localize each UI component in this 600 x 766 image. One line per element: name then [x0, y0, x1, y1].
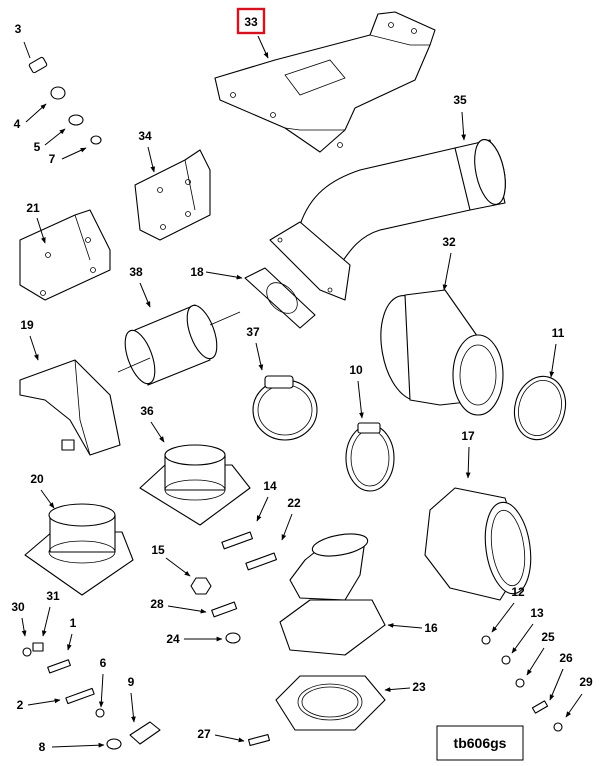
callout-8: 8	[39, 738, 122, 754]
callout-14-label: 14	[263, 479, 277, 493]
part-23-gasket	[275, 675, 386, 731]
callout-34-label: 34	[138, 129, 152, 143]
callout-2: 2	[17, 687, 95, 712]
callout-22: 22	[245, 496, 301, 571]
callout-23: 23	[384, 680, 426, 694]
callout-27: 27	[197, 727, 270, 747]
callout-24-label: 24	[166, 632, 180, 646]
callout-11: 11	[549, 326, 565, 378]
callout-35: 35	[453, 93, 467, 141]
callout-22-label: 22	[287, 496, 301, 510]
callout-10-label: 10	[349, 363, 363, 377]
callout-1-label: 1	[70, 616, 77, 630]
callout-1: 1	[47, 616, 77, 674]
callout-6-label: 6	[100, 656, 107, 670]
callout-28: 28	[150, 597, 238, 618]
callout-13: 13	[501, 606, 544, 665]
callout-30-label: 30	[11, 600, 25, 614]
callout-21-label: 21	[26, 201, 40, 215]
callout-4: 4	[14, 86, 66, 131]
part-17-housing	[424, 487, 532, 601]
callout-5: 5	[34, 114, 84, 154]
callout-17-label: 17	[461, 429, 475, 443]
callout-17: 17	[461, 429, 475, 479]
part-37-clamp	[252, 375, 318, 441]
callout-14: 14	[221, 479, 277, 550]
callout-7: 7	[49, 135, 102, 166]
callout-33-label: 33	[244, 15, 258, 29]
part-35-pipe	[269, 139, 506, 301]
callout-10: 10	[349, 363, 364, 419]
callout-35-label: 35	[453, 93, 467, 107]
callout-8-label: 8	[39, 740, 46, 754]
callout-23-label: 23	[412, 680, 426, 694]
callout-29: 29	[553, 675, 593, 732]
callout-37-label: 37	[246, 325, 260, 339]
callout-32-label: 32	[442, 235, 456, 249]
callout-38-label: 38	[129, 265, 143, 279]
callout-20: 20	[30, 472, 55, 509]
part-33-bracket	[214, 11, 436, 153]
callout-21: 21	[26, 201, 46, 244]
callout-5-label: 5	[34, 140, 41, 154]
callout-11-label: 11	[552, 326, 565, 340]
callout-19: 19	[20, 318, 39, 361]
callout-25-label: 25	[541, 630, 555, 644]
part-38-sleeve	[117, 304, 241, 386]
callout-38: 38	[129, 265, 151, 308]
callout-18-label: 18	[190, 265, 204, 279]
part-34-bracket	[134, 149, 211, 241]
callout-13-label: 13	[530, 606, 544, 620]
callout-33: 33	[236, 7, 269, 59]
callout-12-label: 12	[511, 585, 525, 599]
part-36-flange	[139, 444, 251, 526]
part-10-clamp	[345, 422, 395, 492]
callout-24: 24	[166, 632, 241, 646]
part-20-flange	[24, 503, 134, 596]
callout-36: 36	[140, 404, 165, 443]
callout-30: 30	[11, 600, 32, 657]
callout-26-label: 26	[559, 651, 573, 665]
callout-31-label: 31	[46, 589, 60, 603]
callout-27-label: 27	[197, 727, 211, 741]
callout-33-highlight-box	[236, 7, 266, 35]
part-18-gasket	[244, 267, 316, 329]
callout-15-label: 15	[151, 543, 165, 557]
callout-29-label: 29	[579, 675, 593, 689]
callout-6: 6	[95, 656, 107, 718]
callout-28-label: 28	[150, 597, 164, 611]
callout-2-label: 2	[17, 698, 24, 712]
callout-36-label: 36	[140, 404, 154, 418]
callout-20-label: 20	[30, 472, 44, 486]
callout-37: 37	[246, 325, 264, 371]
drawing-code: tb606gs	[454, 735, 507, 751]
callout-7-label: 7	[49, 152, 56, 166]
callout-3: 3	[15, 22, 48, 74]
callout-15: 15	[151, 543, 212, 595]
part-21-bracket	[19, 209, 111, 301]
callout-34: 34	[138, 129, 156, 173]
callout-12: 12	[481, 585, 525, 645]
callout-3-label: 3	[15, 22, 22, 36]
callout-16: 16	[387, 621, 438, 635]
callout-26: 26	[531, 651, 573, 714]
part-11-oring	[513, 375, 567, 441]
callout-16-label: 16	[424, 621, 438, 635]
drawing-code-box: tb606gs	[436, 725, 524, 761]
callout-31: 31	[32, 589, 60, 652]
part-19-support	[19, 359, 121, 456]
part-32-housing	[380, 289, 504, 416]
callout-9: 9	[128, 675, 161, 745]
callout-4-label: 4	[14, 117, 21, 131]
part-16-elbow	[279, 533, 386, 656]
callout-19-label: 19	[20, 318, 34, 332]
callout-25: 25	[515, 630, 555, 688]
callout-32: 32	[442, 235, 456, 291]
callout-9-label: 9	[128, 675, 135, 689]
callout-18: 18	[190, 265, 243, 280]
